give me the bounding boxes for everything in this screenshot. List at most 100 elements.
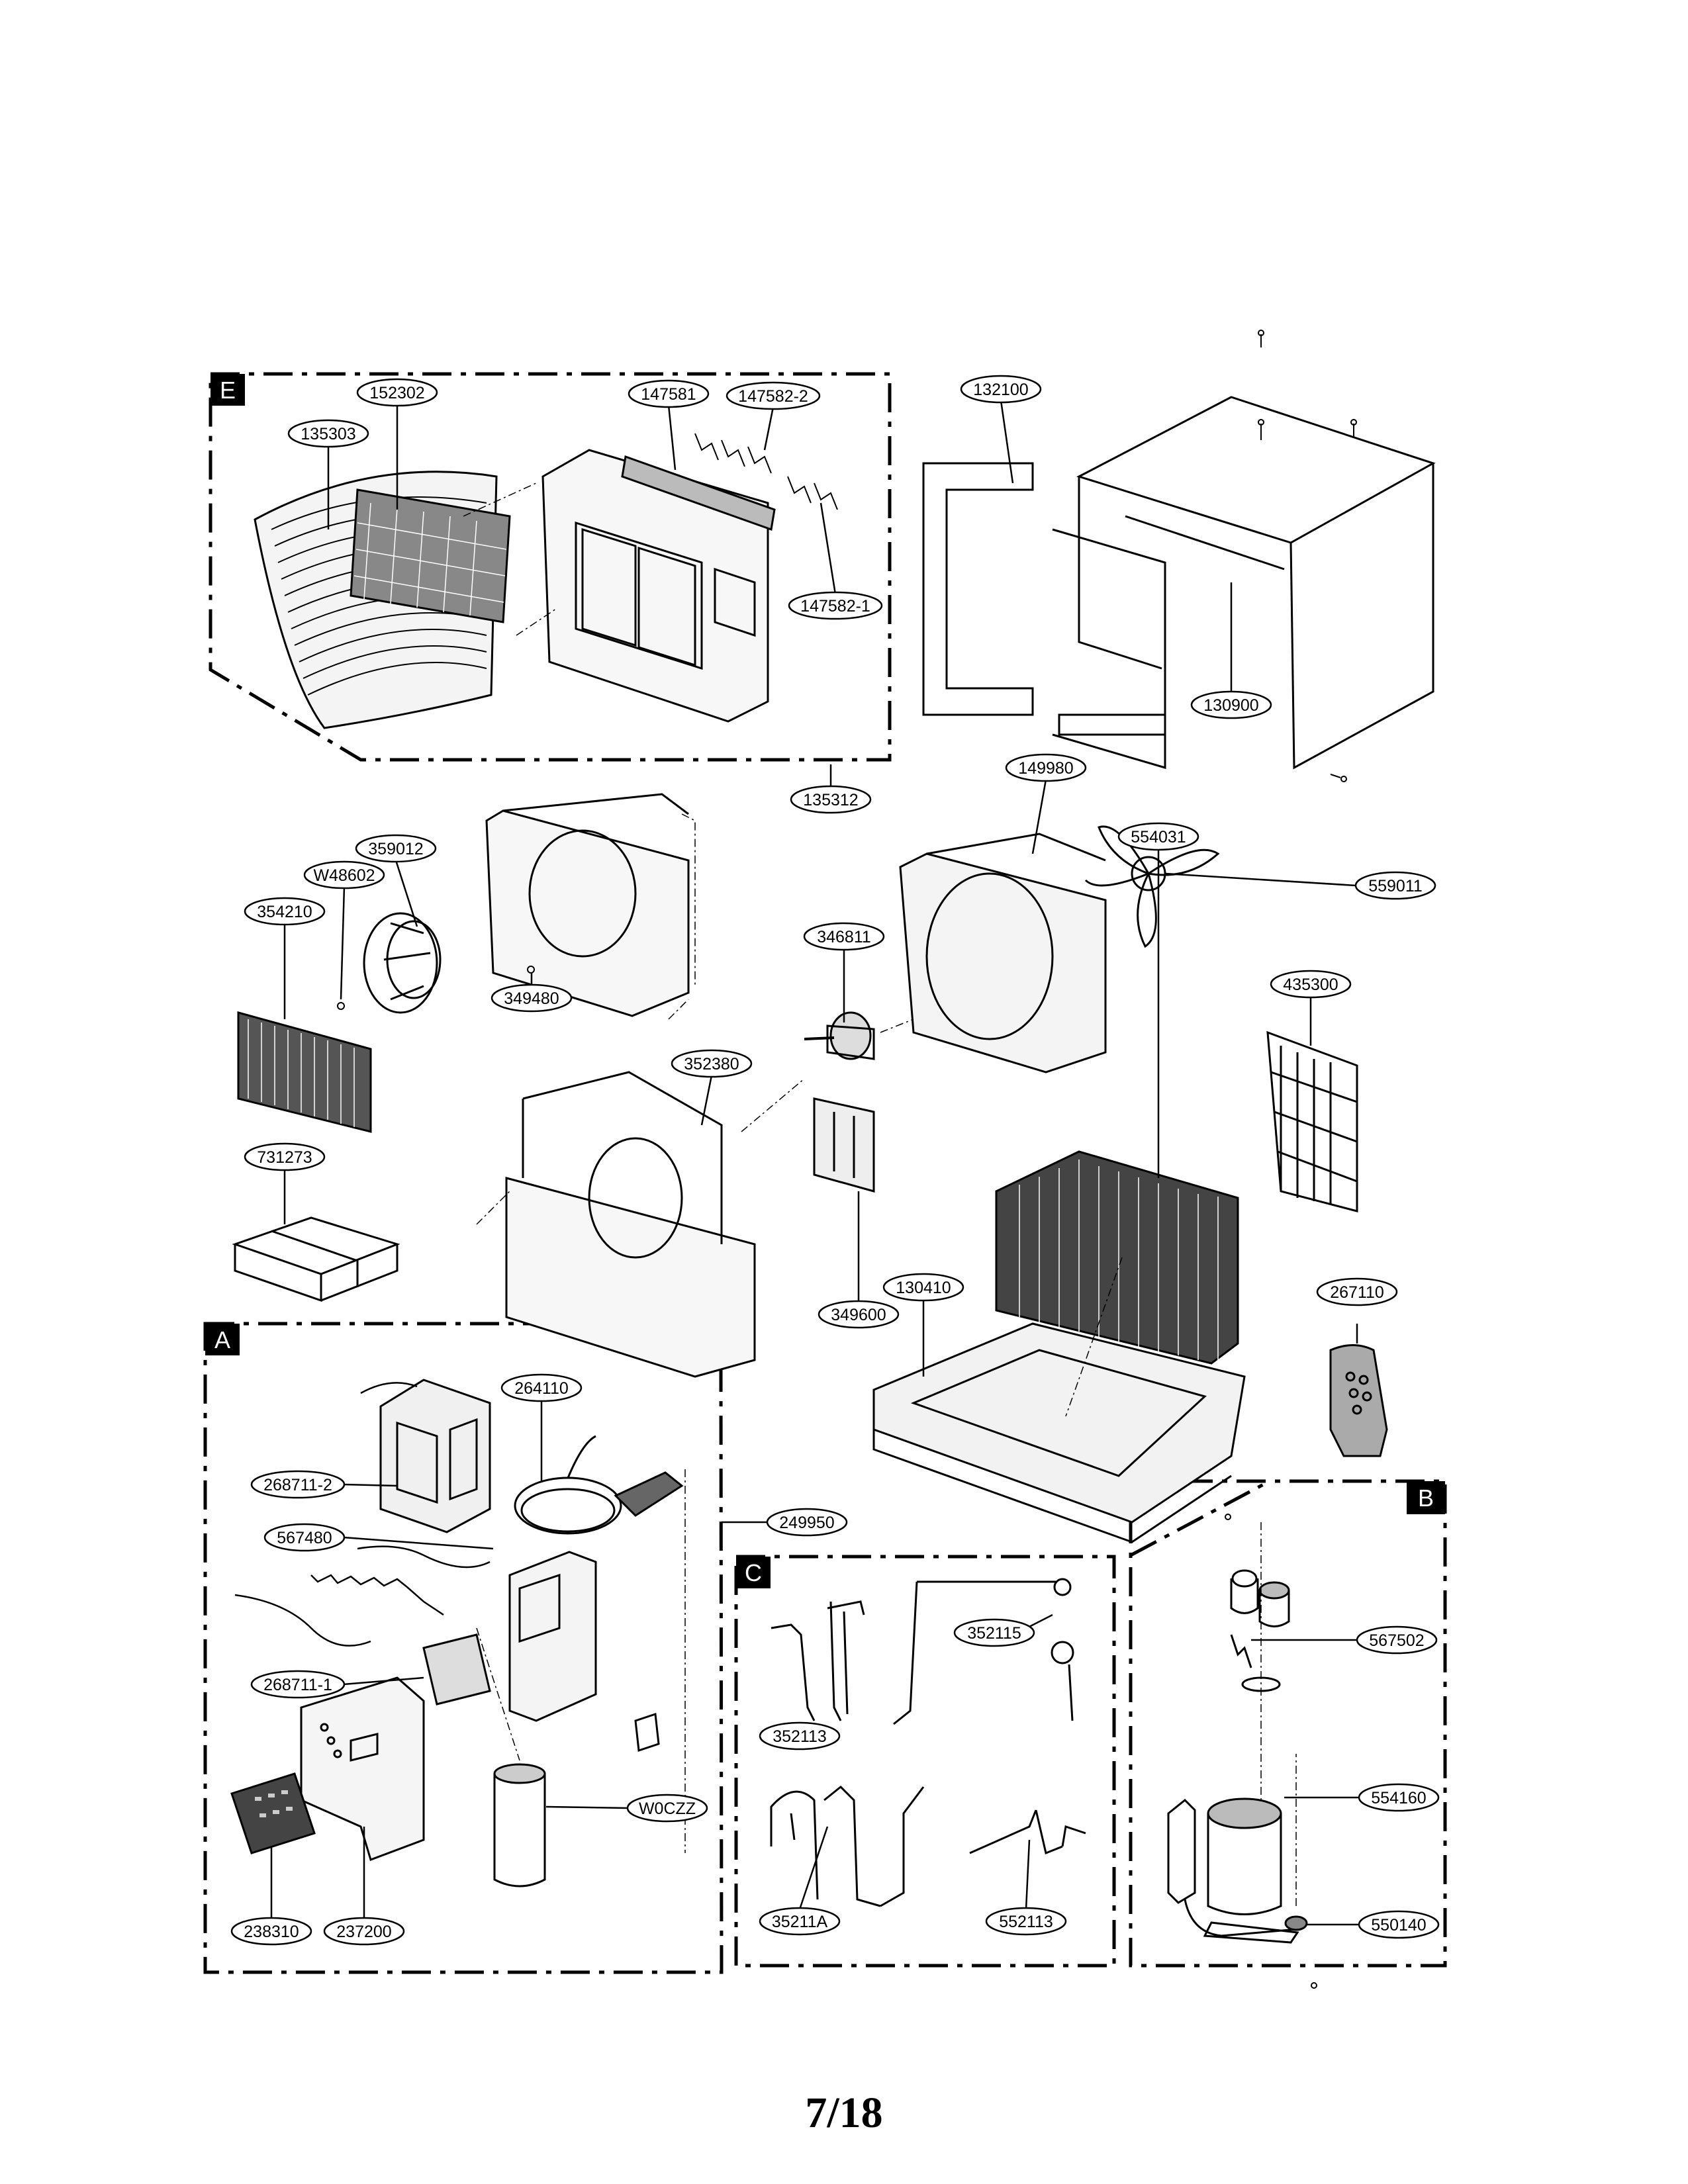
fan-shroud-drawing bbox=[899, 833, 1107, 1073]
callout-554160: 554160 bbox=[1358, 1783, 1440, 1812]
svg-text:352113: 352113 bbox=[773, 1727, 827, 1746]
svg-text:147581: 147581 bbox=[641, 385, 696, 404]
pcb-drawing bbox=[422, 1633, 491, 1706]
guide-line bbox=[681, 813, 696, 986]
svg-text:731273: 731273 bbox=[257, 1148, 312, 1167]
tube-352113-drawing bbox=[771, 1600, 865, 1721]
callout-731273: 731273 bbox=[244, 1142, 326, 1171]
callout-249950: 249950 bbox=[766, 1508, 848, 1537]
blower-housing-plate-drawing bbox=[485, 793, 690, 1017]
svg-text:349600: 349600 bbox=[831, 1306, 886, 1324]
evaporator-coil-drawing bbox=[237, 1011, 372, 1133]
callout-435300: 435300 bbox=[1270, 970, 1352, 999]
control-panel-drawing bbox=[300, 1676, 425, 1861]
control-bracket-drawing bbox=[813, 1097, 875, 1193]
svg-text:E: E bbox=[220, 377, 236, 404]
callout-W48602: W48602 bbox=[303, 860, 385, 889]
section-b-border bbox=[1129, 1479, 1447, 1968]
callout-147582-2: 147582-2 bbox=[726, 381, 821, 410]
louver-clips-drawing bbox=[694, 433, 838, 510]
svg-text:132100: 132100 bbox=[973, 381, 1028, 399]
section-e-badge: E bbox=[211, 374, 245, 406]
svg-text:130410: 130410 bbox=[896, 1279, 951, 1297]
svg-text:264110: 264110 bbox=[514, 1379, 569, 1398]
callout-152302: 152302 bbox=[356, 378, 438, 407]
compressor-drawing bbox=[1167, 1797, 1299, 1944]
callout-264110: 264110 bbox=[500, 1373, 583, 1402]
svg-text:238310: 238310 bbox=[244, 1923, 299, 1941]
guide-line bbox=[476, 999, 689, 1225]
section-e-border bbox=[209, 372, 892, 762]
condenser-coil-drawing bbox=[995, 1150, 1239, 1365]
capacitor-drawing bbox=[493, 1763, 546, 1888]
callout-238310: 238310 bbox=[230, 1917, 312, 1946]
svg-text:267110: 267110 bbox=[1330, 1283, 1384, 1302]
svg-text:349480: 349480 bbox=[504, 989, 559, 1008]
fan-motor-drawing bbox=[804, 1011, 875, 1060]
svg-text:135303: 135303 bbox=[301, 425, 355, 443]
guide-line bbox=[1065, 1257, 1123, 1417]
axial-fan-drawing bbox=[1084, 825, 1220, 948]
section-c-border bbox=[734, 1555, 1116, 1968]
guide-line bbox=[741, 1019, 914, 1132]
svg-text:268711-1: 268711-1 bbox=[263, 1676, 332, 1694]
tube-552113-drawing bbox=[969, 1809, 1086, 1855]
section-c-badge: C bbox=[736, 1557, 771, 1588]
svg-text:352380: 352380 bbox=[684, 1055, 739, 1073]
callout-149980: 149980 bbox=[1005, 753, 1087, 782]
svg-text:35211A: 35211A bbox=[772, 1913, 828, 1931]
callout-135312: 135312 bbox=[790, 785, 872, 814]
callout-147582-1: 147582-1 bbox=[788, 591, 883, 620]
svg-text:552113: 552113 bbox=[999, 1913, 1053, 1931]
svg-text:352115: 352115 bbox=[967, 1624, 1021, 1643]
callout-268711-1: 268711-1 bbox=[250, 1670, 346, 1699]
svg-text:354210: 354210 bbox=[257, 903, 312, 921]
svg-text:567480: 567480 bbox=[277, 1529, 332, 1547]
callout-130410: 130410 bbox=[882, 1273, 964, 1302]
callout-346811: 346811 bbox=[803, 922, 885, 951]
svg-text:249950: 249950 bbox=[779, 1514, 834, 1532]
callout-237200: 237200 bbox=[323, 1917, 405, 1946]
base-pan-drawing bbox=[872, 1322, 1246, 1543]
svg-text:268711-2: 268711-2 bbox=[263, 1476, 332, 1494]
callout-559011: 559011 bbox=[1354, 871, 1436, 900]
svg-text:147582-1: 147582-1 bbox=[800, 597, 870, 615]
callout-349600: 349600 bbox=[818, 1300, 900, 1329]
svg-text:147582-2: 147582-2 bbox=[738, 387, 808, 406]
svg-text:554031: 554031 bbox=[1131, 828, 1186, 846]
callout-268711-2: 268711-2 bbox=[250, 1470, 346, 1499]
callout-130900: 130900 bbox=[1190, 690, 1272, 719]
svg-text:567502: 567502 bbox=[1369, 1631, 1424, 1650]
cable-clip-drawing bbox=[634, 1712, 660, 1752]
svg-text:149980: 149980 bbox=[1018, 759, 1073, 778]
callout-550140: 550140 bbox=[1358, 1910, 1440, 1939]
svg-text:359012: 359012 bbox=[368, 840, 423, 858]
svg-text:130900: 130900 bbox=[1203, 696, 1258, 715]
power-cord-drawing bbox=[514, 1435, 684, 1535]
svg-text:C: C bbox=[745, 1559, 762, 1586]
cabinet-frame-drawing bbox=[922, 462, 1166, 770]
guide-line bbox=[1260, 1522, 1297, 1906]
callout-359012: 359012 bbox=[355, 834, 437, 863]
control-housing-drawing bbox=[508, 1551, 597, 1722]
section-a-badge: A bbox=[205, 1324, 240, 1355]
svg-text:550140: 550140 bbox=[1371, 1916, 1426, 1934]
svg-text:435300: 435300 bbox=[1283, 976, 1338, 994]
screws-drawing bbox=[337, 330, 1357, 1989]
front-panel-frame-drawing bbox=[541, 449, 776, 723]
tube-35211A-drawing bbox=[770, 1785, 925, 1907]
blower-wheel-drawing bbox=[363, 912, 442, 1014]
callout-354210: 354210 bbox=[244, 897, 326, 926]
grommet-drawing bbox=[1284, 1915, 1308, 1931]
svg-text:554160: 554160 bbox=[1371, 1789, 1426, 1807]
svg-text:346811: 346811 bbox=[817, 928, 871, 946]
tube-352115-drawing bbox=[893, 1578, 1074, 1725]
svg-text:A: A bbox=[214, 1326, 230, 1353]
side-grille-drawing bbox=[1266, 1030, 1358, 1212]
svg-text:559011: 559011 bbox=[1368, 877, 1423, 895]
callout-352113: 352113 bbox=[759, 1721, 841, 1751]
wire-harness-drawing bbox=[234, 1382, 491, 1647]
keypad-drawing bbox=[230, 1772, 316, 1854]
remote-control-drawing bbox=[1329, 1344, 1388, 1457]
